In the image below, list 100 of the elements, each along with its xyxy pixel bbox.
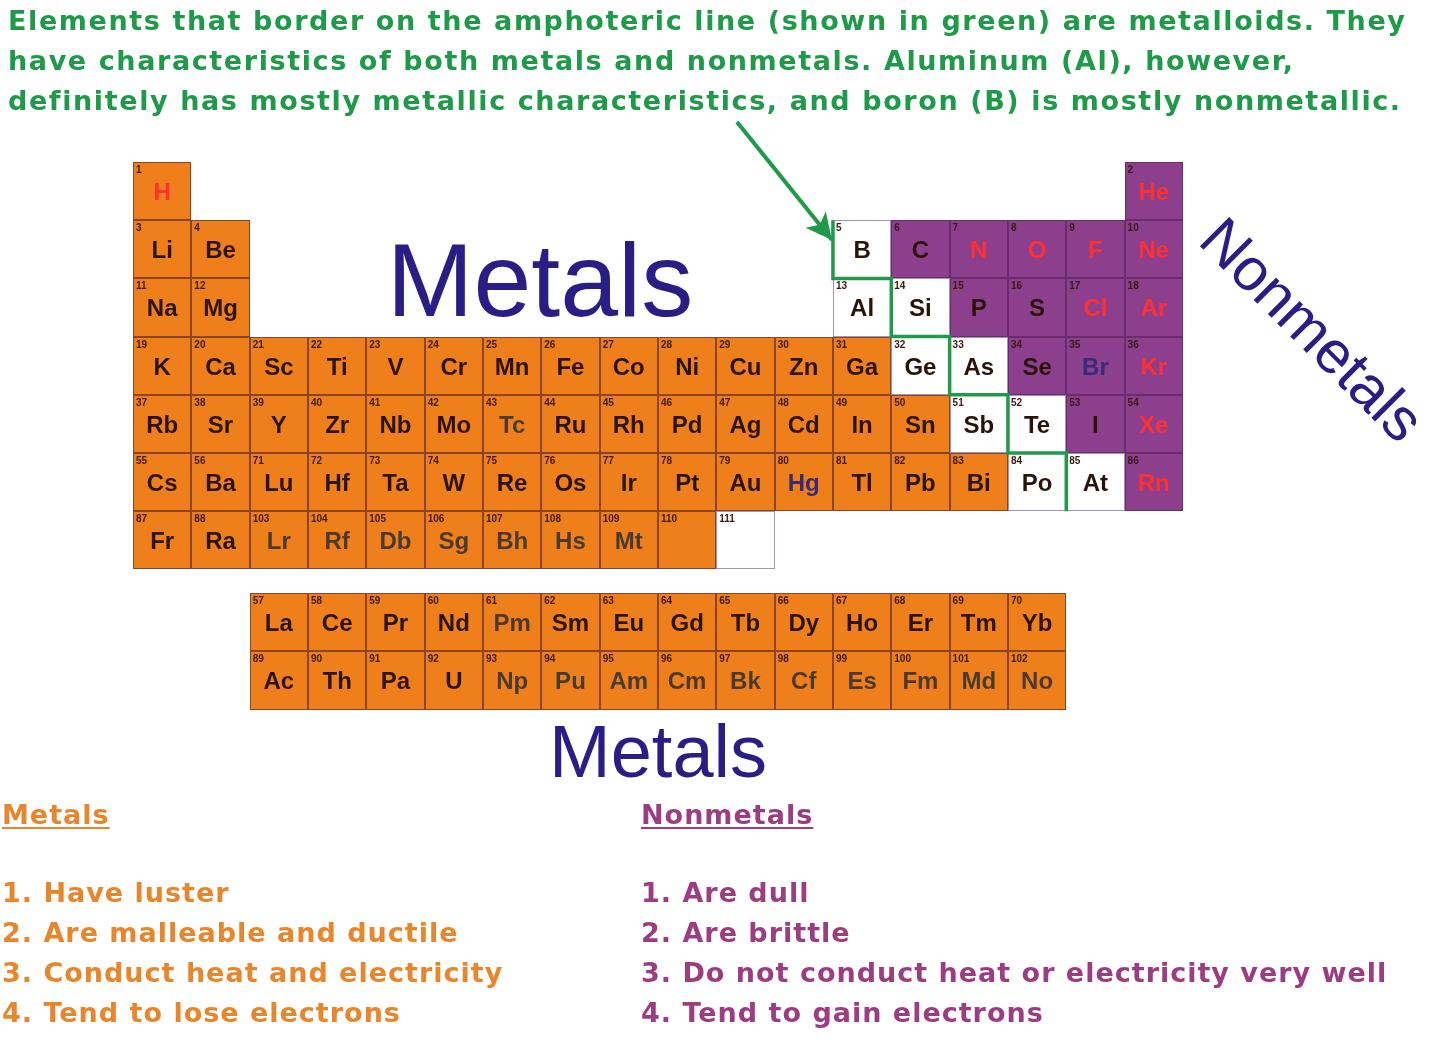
element-symbol: Se xyxy=(1022,354,1052,379)
atomic-number: 17 xyxy=(1069,281,1081,292)
element-tile xyxy=(1124,394,1183,453)
element-tile xyxy=(482,511,542,570)
atomic-number: 13 xyxy=(835,281,848,292)
atomic-number: 33 xyxy=(952,339,964,350)
region-label: Metals xyxy=(386,228,694,332)
list-item: 3. Conduct heat and electricity xyxy=(2,957,504,989)
element-tile xyxy=(366,336,425,395)
element-symbol: In xyxy=(851,412,873,437)
atomic-number: 98 xyxy=(777,654,789,665)
element-symbol: Rb xyxy=(146,412,179,437)
element-tile xyxy=(1066,220,1125,279)
element-tile xyxy=(1007,593,1067,652)
element-symbol: Fr xyxy=(150,529,175,554)
atomic-number: 35 xyxy=(1069,339,1081,350)
element-tile xyxy=(832,651,892,710)
element-tile xyxy=(133,220,192,279)
element-tile xyxy=(482,336,542,395)
element-symbol: Md xyxy=(961,669,997,694)
atomic-number: 29 xyxy=(719,339,731,350)
atomic-number: 40 xyxy=(311,397,323,408)
element-symbol: Tm xyxy=(960,611,997,636)
atomic-number: 84 xyxy=(1010,456,1023,466)
element-symbol: V xyxy=(387,354,404,379)
element-tile xyxy=(133,453,192,512)
element-symbol: Db xyxy=(379,529,412,554)
element-tile xyxy=(249,453,308,512)
element-symbol: As xyxy=(963,354,995,379)
atomic-number: 95 xyxy=(602,654,614,665)
element-symbol: Ce xyxy=(321,611,353,636)
element-symbol: Ge xyxy=(904,354,937,379)
atomic-number: 24 xyxy=(427,339,439,350)
atomic-number: 89 xyxy=(252,654,264,665)
element-symbol: C xyxy=(911,238,930,263)
element-symbol: Sm xyxy=(551,611,590,636)
element-symbol: Th xyxy=(322,669,352,694)
element-tile xyxy=(1007,220,1067,279)
element-symbol: Ar xyxy=(1140,296,1168,321)
list-item: 4. Tend to gain electrons xyxy=(641,997,1044,1029)
atomic-number: 87 xyxy=(136,514,148,525)
element-symbol: Cd xyxy=(787,412,820,437)
atomic-number: 36 xyxy=(1127,339,1139,350)
element-symbol: Xe xyxy=(1139,412,1169,437)
atomic-number: 73 xyxy=(369,456,381,466)
element-symbol: No xyxy=(1021,669,1054,694)
element-symbol: At xyxy=(1082,471,1109,495)
atomic-number: 57 xyxy=(252,596,264,607)
element-symbol: Er xyxy=(907,611,934,636)
atomic-number: 78 xyxy=(660,456,673,466)
element-symbol: Mn xyxy=(494,354,530,379)
element-tile xyxy=(716,593,775,652)
element-tile xyxy=(482,593,542,652)
element-symbol: Tc xyxy=(499,412,526,437)
list-item: 1. Have luster xyxy=(2,877,230,909)
element-symbol: Nd xyxy=(437,611,470,636)
element-tile xyxy=(657,336,717,395)
atomic-number: 76 xyxy=(544,456,556,466)
atomic-number: 3 xyxy=(136,223,142,234)
atomic-number: 90 xyxy=(311,654,323,665)
element-symbol: F xyxy=(1088,238,1103,263)
atomic-number: 9 xyxy=(1069,223,1075,234)
element-tile xyxy=(424,453,483,512)
element-symbol: P xyxy=(970,296,987,321)
element-symbol: Re xyxy=(496,471,528,495)
atomic-number: 47 xyxy=(719,397,731,408)
atomic-number: 58 xyxy=(311,596,323,607)
element-tile xyxy=(249,593,308,652)
atomic-number: 61 xyxy=(485,596,498,607)
atomic-number: 108 xyxy=(544,514,561,525)
element-symbol: Te xyxy=(1024,412,1051,437)
element-symbol: Sg xyxy=(438,529,470,554)
element-symbol: Cm xyxy=(667,669,707,694)
element-tile xyxy=(1124,453,1183,512)
element-symbol: Lr xyxy=(266,529,291,554)
atomic-number: 101 xyxy=(952,654,970,665)
atomic-number: 106 xyxy=(427,514,445,525)
element-symbol: Bk xyxy=(730,669,761,694)
element-symbol: He xyxy=(1138,180,1170,204)
atomic-number: 74 xyxy=(427,456,439,466)
atomic-number: 64 xyxy=(660,596,673,607)
element-symbol: Ca xyxy=(205,354,236,379)
element-symbol: Hg xyxy=(787,471,820,495)
element-symbol: Pu xyxy=(555,669,586,694)
element-symbol: Mo xyxy=(436,412,472,437)
element-symbol: Sb xyxy=(963,412,995,437)
element-tile xyxy=(191,278,250,337)
atomic-number: 38 xyxy=(194,397,206,408)
element-symbol: I xyxy=(1092,412,1099,437)
atomic-number: 94 xyxy=(544,654,556,665)
element-symbol: Ho xyxy=(846,611,879,636)
atomic-number: 15 xyxy=(952,281,964,292)
atomic-number: 109 xyxy=(602,514,620,525)
element-tile xyxy=(133,336,192,395)
element-symbol: Kr xyxy=(1140,354,1168,379)
atomic-number: 49 xyxy=(835,397,848,408)
element-symbol: S xyxy=(1029,296,1046,321)
element-symbol: Ra xyxy=(205,529,236,554)
element-symbol: Pm xyxy=(493,611,531,636)
element-symbol: Sn xyxy=(905,412,936,437)
